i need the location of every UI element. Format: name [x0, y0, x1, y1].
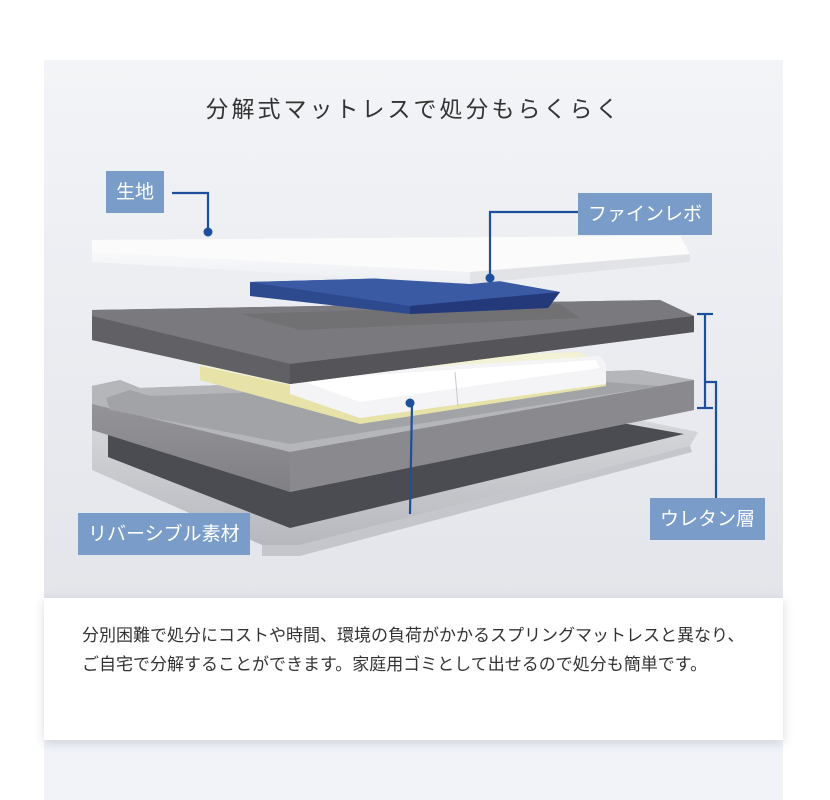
label-fine-rebo: ファインレボ — [578, 193, 713, 235]
leader-lines — [172, 191, 718, 515]
description-card: 分別困難で処分にコストや時間、環境の負荷がかかるスプリングマットレスと異なり、ご… — [44, 598, 783, 740]
fabric-pointer-dot — [203, 227, 213, 237]
urethane-upper-layer — [92, 300, 694, 384]
description-text: 分別困難で処分にコストや時間、環境の負荷がかかるスプリングマットレスと異なり、ご… — [82, 626, 745, 675]
label-reversible-material: リバーシブル素材 — [78, 513, 250, 555]
fine-rebo-layer — [250, 276, 560, 314]
fine-rebo-pointer-dot — [485, 273, 495, 283]
reversible-pointer-dot — [405, 398, 415, 408]
fabric-top-layer — [92, 236, 690, 284]
label-fabric: 生地 — [106, 171, 165, 213]
page-title: 分解式マットレスで処分もらくらく — [205, 97, 622, 123]
label-urethane-layer: ウレタン層 — [650, 498, 766, 540]
